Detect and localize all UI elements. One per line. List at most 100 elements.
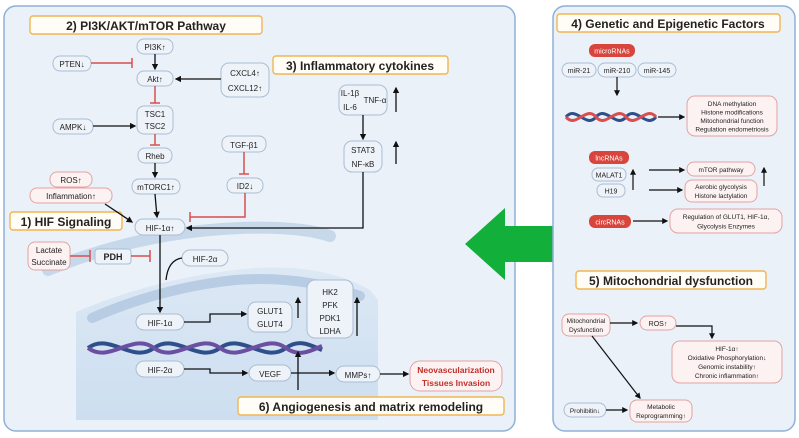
mtor-pathway-node: [686, 161, 756, 177]
metabolic-line-1: Metabolic: [647, 404, 676, 411]
section-hif-box: [9, 211, 123, 231]
mtorc1-node: [131, 178, 181, 195]
circrnas-label: circRNAs: [595, 220, 625, 227]
rheb-label: Rheb: [145, 152, 165, 161]
tsc1-label: TSC1: [145, 110, 166, 119]
epigenetic-outcome-box: [686, 95, 778, 137]
section-angio-box: [237, 396, 505, 416]
inflammation-label: Inflammation↑: [46, 192, 96, 201]
mito-dysfunction-node: [561, 313, 611, 337]
aerobic-label: Aerobic glycolysis: [695, 184, 747, 191]
tgfb1-label: TGF-β1: [230, 141, 258, 150]
hif2a-label: HIF-2α: [148, 366, 173, 375]
pdk1-label: PDK1: [320, 314, 341, 323]
mtorc1-label: mTORC1↑: [137, 183, 175, 192]
ros-node: [49, 171, 93, 188]
arrow-stat3-hif: [185, 172, 364, 232]
section-genetic-box: [556, 13, 781, 33]
mito-dysfunction-line-2: Dysfunction: [569, 327, 603, 334]
mir145-label: miR-145: [644, 68, 671, 75]
circ-outcome-line-1: Regulation of GLUT1, HIF-1α,: [683, 214, 770, 221]
arrow-hif2a-curve: [165, 257, 183, 281]
circ-outcome-box: [669, 208, 783, 234]
nfkb-label: NF-κB: [352, 160, 375, 169]
id2-label: ID2↓: [237, 182, 253, 191]
malat1-label: MALAT1: [596, 173, 623, 180]
mito-effect-3: Genomic instability↑: [698, 364, 756, 371]
section-angio-title: 6) Angiogenesis and matrix remodeling: [259, 400, 483, 414]
prohibitin-label: Prohibitin↓: [570, 408, 600, 415]
pten-label: PTEN↓: [59, 60, 84, 69]
section-pi3k-box: [29, 15, 263, 35]
dna-helix-left: [86, 341, 323, 355]
outcome-line-2: Histone modifications: [701, 110, 764, 117]
mito-effects-box: [671, 340, 783, 384]
histone-lact-label: Histone lactylation: [695, 193, 748, 200]
hif1a-label: HIF-1α: [148, 319, 173, 328]
mito-effect-2: Oxidative Phosphorylation↓: [688, 355, 767, 362]
metabolic-line-2: Reprogramming↑: [636, 413, 686, 420]
glut-node: [247, 301, 293, 333]
ldha-label: LDHA: [319, 327, 341, 336]
mir21-label: miR-21: [568, 68, 591, 75]
mir145-node: [637, 62, 677, 78]
arrow-hif2a-vegf: [184, 368, 249, 377]
section-genetic-title: 4) Genetic and Epigenetic Factors: [571, 17, 765, 31]
circ-outcome-line-2: Glycolysis Enzymes: [697, 224, 756, 231]
succinate-label: Succinate: [31, 258, 67, 267]
cxcl4-label: CXCL4↑: [230, 69, 260, 78]
hif1a-top-label: HIF-1α↑: [146, 224, 175, 233]
tsc2-label: TSC2: [145, 122, 166, 131]
neovasc-label: Neovascularization: [417, 365, 494, 375]
tnfa-label: TNF-α: [364, 96, 387, 105]
section-mito-title: 5) Mitochondrial dysfunction: [589, 274, 753, 288]
mmps-label: MMPs↑: [345, 371, 372, 380]
cxcl-node: [220, 62, 270, 98]
stat3-label: STAT3: [351, 146, 375, 155]
ros-label: ROS↑: [60, 176, 81, 185]
glut1-label: GLUT1: [257, 307, 283, 316]
micrornas-label: microRNAs: [594, 49, 630, 56]
pdh-label: PDH: [103, 252, 122, 262]
akt-label: Akt↑: [147, 75, 163, 84]
outcome-line-4: Regulation endometriosis: [695, 127, 769, 134]
arrow-hif1a-glut: [184, 310, 248, 323]
mtor-pathway-label: mTOR pathway: [698, 167, 744, 174]
mito-dysfunction-line-1: Mitochondrial: [567, 318, 606, 325]
arrow-mtorc1-hif: [153, 193, 160, 219]
pfk-label: PFK: [322, 301, 338, 310]
inhibit-id2-line: [190, 193, 246, 218]
section-hif-title: 1) HIF Signaling: [21, 215, 112, 229]
mir210-label: miR-210: [604, 68, 631, 75]
glut4-label: GLUT4: [257, 320, 283, 329]
micrornas-pill: [589, 44, 635, 57]
section-pi3k-title: 2) PI3K/AKT/mTOR Pathway: [66, 19, 226, 33]
tissues-label: Tissues Invasion: [422, 378, 490, 388]
mito-effect-1: HIF-1α↑: [715, 346, 738, 353]
mito-effect-4: Chronic inflammation↑: [695, 373, 759, 380]
glycolysis-lactylation-node: [684, 179, 758, 203]
lactate-label: Lactate: [36, 246, 63, 255]
section-inflammatory-title: 3) Inflammatory cytokines: [286, 59, 434, 73]
il1b-label: IL-1β: [341, 89, 360, 98]
circrnas-pill: [589, 215, 631, 228]
neovasc-node: [409, 360, 503, 392]
arrow-mito-metabolic: [591, 335, 641, 399]
metabolic-node: [629, 399, 693, 423]
arrow-ros-hif: [104, 203, 134, 223]
hk2-label: HK2: [322, 288, 338, 297]
section-inflammatory-box: [272, 55, 449, 75]
outcome-line-3: Mitochondrial function: [700, 118, 764, 125]
lncrnas-pill: [589, 151, 629, 164]
pi3k-label: PI3K↑: [144, 43, 165, 52]
mito-ros-node: [639, 315, 677, 331]
h19-label: H19: [605, 189, 618, 196]
mir21-node: [561, 62, 597, 78]
glycolysis-enzymes-node: [306, 279, 354, 339]
ampk-label: AMPK↓: [60, 123, 87, 132]
vegf-label: VEGF: [259, 370, 281, 379]
section-mito-box: [575, 270, 767, 290]
cxcl12-label: CXCL12↑: [228, 84, 262, 93]
inflammation-node: [29, 187, 113, 204]
